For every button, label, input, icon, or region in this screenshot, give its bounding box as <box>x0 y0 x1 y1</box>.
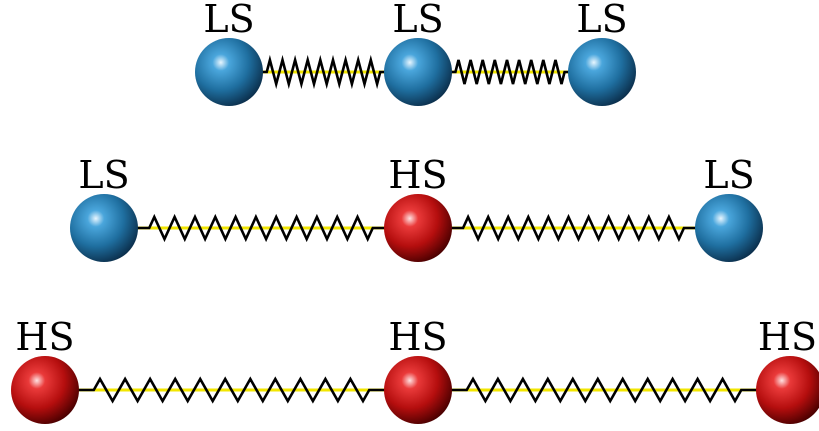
spin-state-label: HS <box>758 315 817 359</box>
spring <box>134 213 388 243</box>
spin-state-label: HS <box>15 315 74 359</box>
atom-high-spin <box>11 356 79 424</box>
atom-low-spin <box>695 194 763 262</box>
atom-low-spin <box>70 194 138 262</box>
atom-low-spin <box>195 38 263 106</box>
spin-state-label: HS <box>388 315 447 359</box>
spin-state-label: HS <box>388 153 447 197</box>
spring <box>448 213 699 243</box>
atom-low-spin <box>384 38 452 106</box>
atom-high-spin <box>384 194 452 262</box>
spin-state-label: LS <box>78 153 129 197</box>
atom-low-spin <box>568 38 636 106</box>
atom-high-spin <box>756 356 819 424</box>
spring <box>448 376 760 404</box>
spring <box>259 54 388 90</box>
spin-state-label: LS <box>703 153 754 197</box>
atom-high-spin <box>384 356 452 424</box>
spin-state-label: LS <box>203 0 254 41</box>
spring <box>75 376 388 404</box>
spring <box>448 59 572 85</box>
spin-state-label: LS <box>576 0 627 41</box>
spin-state-label: LS <box>392 0 443 41</box>
